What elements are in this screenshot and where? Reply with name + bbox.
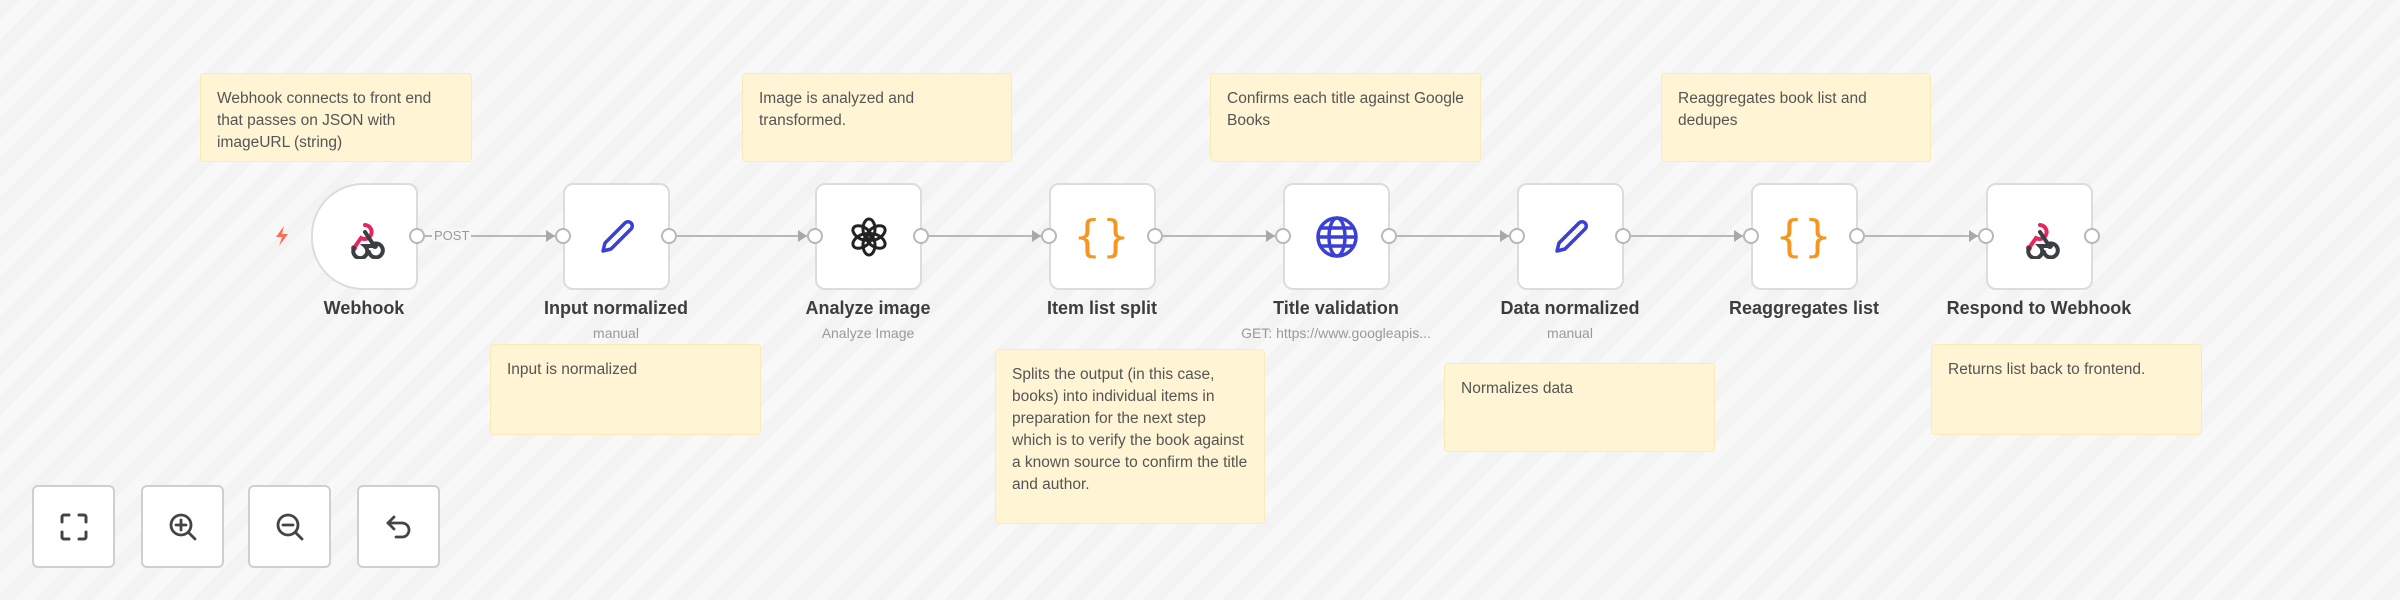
webhook-icon [350,222,385,259]
sticky-note-webhook[interactable]: Webhook connects to front end that passe… [200,73,472,162]
arrow-head [1032,230,1041,242]
sticky-note-input[interactable]: Input is normalized [490,344,761,435]
node-item-list-split[interactable]: {} [1049,183,1156,290]
node-analyze-image[interactable] [815,183,922,290]
input-handle[interactable] [1509,228,1525,244]
sticky-note-reaggregate[interactable]: Reaggregates book list and dedupes [1661,73,1931,162]
sticky-note-split[interactable]: Splits the output (in this case, books) … [995,349,1265,524]
zoom-in-button[interactable] [141,485,224,568]
sticky-note-normalize[interactable]: Normalizes data [1444,363,1715,452]
input-handle[interactable] [807,228,823,244]
output-handle[interactable] [409,228,425,244]
node-subtitle: manual [593,325,639,341]
node-reaggregates-list[interactable]: {} [1751,183,1858,290]
pencil-icon [1554,219,1588,253]
output-handle[interactable] [1381,228,1397,244]
edge-label-post: POST [432,228,472,243]
output-handle[interactable] [661,228,677,244]
fit-view-icon [60,513,87,540]
node-data-normalized[interactable] [1517,183,1624,290]
input-handle[interactable] [1743,228,1759,244]
node-webhook[interactable] [311,183,418,290]
output-handle[interactable] [913,228,929,244]
sticky-note-respond[interactable]: Returns list back to frontend. [1931,344,2202,435]
webhook-icon [2025,222,2060,259]
output-handle[interactable] [1147,228,1163,244]
node-title-validation[interactable] [1283,183,1390,290]
connection-data-reaggregate[interactable] [1631,235,1743,237]
arrow-head [546,230,555,242]
node-label: Analyze image [805,298,931,318]
node-subtitle: manual [1547,325,1593,341]
connection-title-data[interactable] [1397,235,1509,237]
sticky-note-analyze[interactable]: Image is analyzed and transformed. [742,73,1012,162]
node-label: Webhook [323,298,405,318]
node-label: Input normalized [544,298,688,318]
trigger-bolt-icon [276,226,288,246]
pencil-icon [600,219,634,253]
node-subtitle: GET: https://www.googleapis... [1241,325,1431,341]
reset-zoom-button[interactable] [357,485,440,568]
arrow-head [1734,230,1743,242]
input-handle[interactable] [1041,228,1057,244]
openai-icon [850,217,887,256]
arrow-head [798,230,807,242]
code-braces-icon: {} [1776,211,1833,262]
input-handle[interactable] [1978,228,1994,244]
output-handle[interactable] [1615,228,1631,244]
node-respond-to-webhook[interactable] [1986,183,2093,290]
node-label: Respond to Webhook [1946,298,2132,318]
connection-webhook-input[interactable] [425,235,555,237]
code-braces-icon: {} [1074,211,1131,262]
zoom-out-button[interactable] [248,485,331,568]
globe-icon [1315,215,1358,258]
connection-split-title[interactable] [1163,235,1275,237]
arrow-head [1500,230,1509,242]
zoom-in-icon [169,513,196,540]
node-label: Title validation [1273,298,1399,318]
connection-input-analyze[interactable] [677,235,807,237]
connection-analyze-split[interactable] [929,235,1041,237]
node-subtitle: Analyze Image [821,325,915,341]
output-handle[interactable] [1849,228,1865,244]
input-handle[interactable] [555,228,571,244]
output-handle[interactable] [2084,228,2100,244]
connection-reaggregate-respond[interactable] [1865,235,1978,237]
node-label: Reaggregates list [1728,298,1880,318]
node-label: Data normalized [1500,298,1640,318]
arrow-head [1969,230,1978,242]
node-input-normalized[interactable] [563,183,670,290]
input-handle[interactable] [1275,228,1291,244]
node-label: Item list split [1046,298,1158,318]
sticky-note-title-validation[interactable]: Confirms each title against Google Books [1210,73,1481,162]
arrow-head [1266,230,1275,242]
undo-icon [386,515,410,538]
zoom-out-icon [276,513,303,540]
zoom-to-fit-button[interactable] [32,485,115,568]
